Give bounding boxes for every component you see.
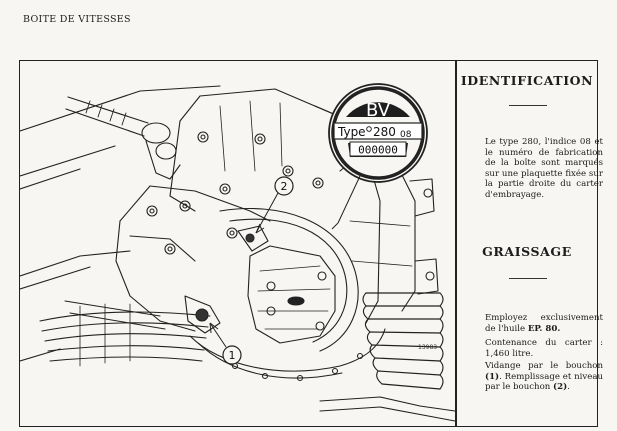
graissage-oil-text: Employez exclusivement de l'huile EP. 80… <box>485 313 603 334</box>
plate-type-value: 280 <box>373 125 396 139</box>
sidebar-column: IDENTIFICATION Le type 280, l'indice 08 … <box>457 61 603 426</box>
plate-serial: 000000 <box>358 144 398 157</box>
gearbox-drawing: BV Type 280 08 000000 2 <box>19 83 456 422</box>
running-header: BOITE DE VITESSES <box>23 14 131 25</box>
plate-type-index: 08 <box>400 130 412 140</box>
figure-reference: 13983 <box>418 344 437 351</box>
bottom-rule <box>20 426 597 428</box>
svg-text:2: 2 <box>281 180 288 193</box>
callout-2: 2 <box>255 176 294 234</box>
graissage-title: GRAISSAGE <box>482 244 572 259</box>
graissage-capacity-text: Contenance du carter : 1,460 litre. <box>485 338 603 359</box>
identification-plate: BV Type 280 08 000000 <box>328 83 428 183</box>
graissage-rule <box>509 278 547 279</box>
plate-type-label: Type <box>337 125 366 139</box>
gearbox-illustration: BV Type 280 08 000000 2 <box>19 61 456 426</box>
callout-1: 1 <box>209 322 242 365</box>
content-frame: BV Type 280 08 000000 2 <box>19 60 603 428</box>
identification-title: IDENTIFICATION <box>460 73 594 88</box>
plate-bv: BV <box>366 100 391 121</box>
svg-text:1: 1 <box>229 349 236 362</box>
column-divider <box>455 61 457 427</box>
plate-degree-mark <box>366 126 372 132</box>
identification-rule <box>509 105 547 106</box>
graissage-drain-text: Vidange par le bouchon (1). Remplissage … <box>485 361 603 393</box>
identification-text: Le type 280, l'indice 08 et le numéro de… <box>485 137 603 200</box>
